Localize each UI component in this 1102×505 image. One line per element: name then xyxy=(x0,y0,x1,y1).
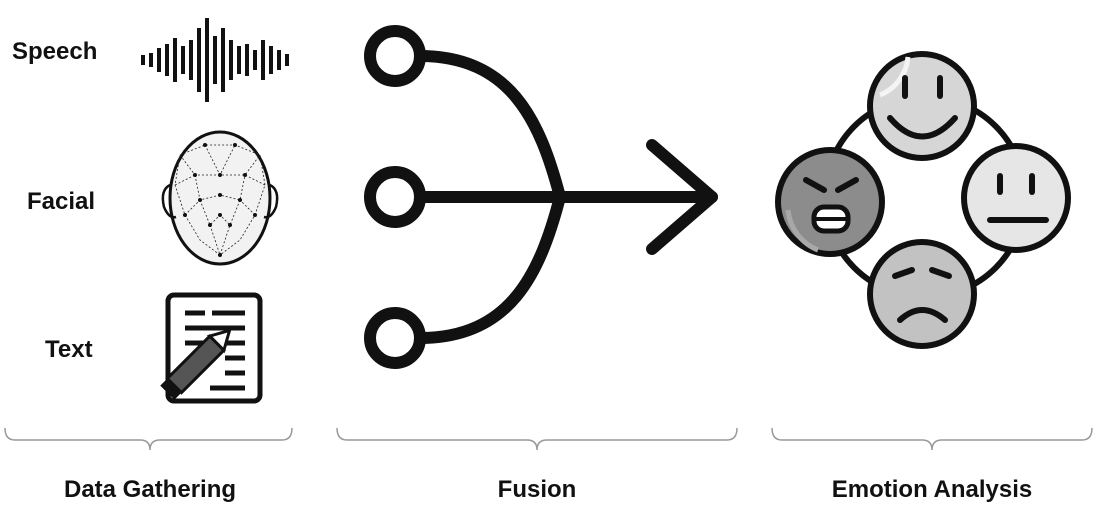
text-label: Text xyxy=(45,336,93,363)
emotion-wheel xyxy=(775,51,1071,349)
document-pencil-icon xyxy=(160,292,263,404)
happy-face-icon xyxy=(867,51,977,161)
sound-wave-icon xyxy=(141,18,289,102)
facial-label: Facial xyxy=(27,188,96,215)
section-title-data-gathering: Data Gathering xyxy=(63,476,237,503)
brace-data-gathering xyxy=(4,427,293,451)
merge-arrow-icon xyxy=(364,25,718,369)
neutral-face-icon xyxy=(961,143,1071,253)
section-title-emotion-analysis: Emotion Analysis xyxy=(831,476,1033,503)
section-title-fusion: Fusion xyxy=(497,476,577,503)
brace-emotion-analysis xyxy=(771,427,1093,451)
speech-label: Speech xyxy=(12,38,98,65)
face-mesh-icon xyxy=(161,130,279,266)
brace-fusion xyxy=(336,427,738,451)
angry-face-icon xyxy=(775,147,885,257)
sad-face-icon xyxy=(867,239,977,349)
